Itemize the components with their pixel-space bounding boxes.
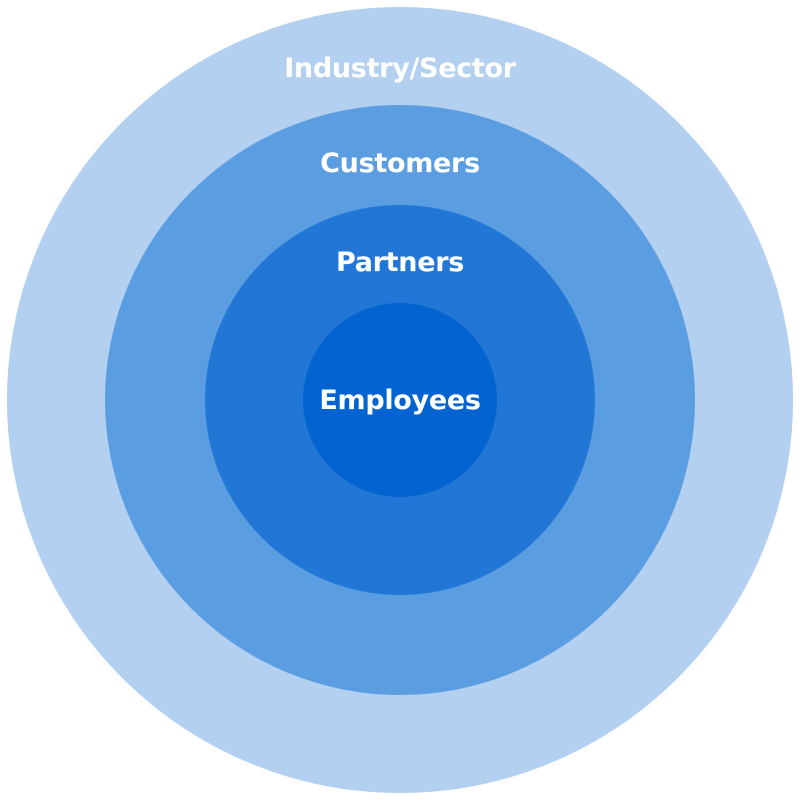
label-partners: Partners (335, 247, 465, 278)
label-employees: Employees (319, 385, 481, 416)
ring-employees (303, 303, 497, 497)
label-customers: Customers (320, 148, 480, 179)
label-industry-sector: Industry/Sector (284, 53, 516, 84)
